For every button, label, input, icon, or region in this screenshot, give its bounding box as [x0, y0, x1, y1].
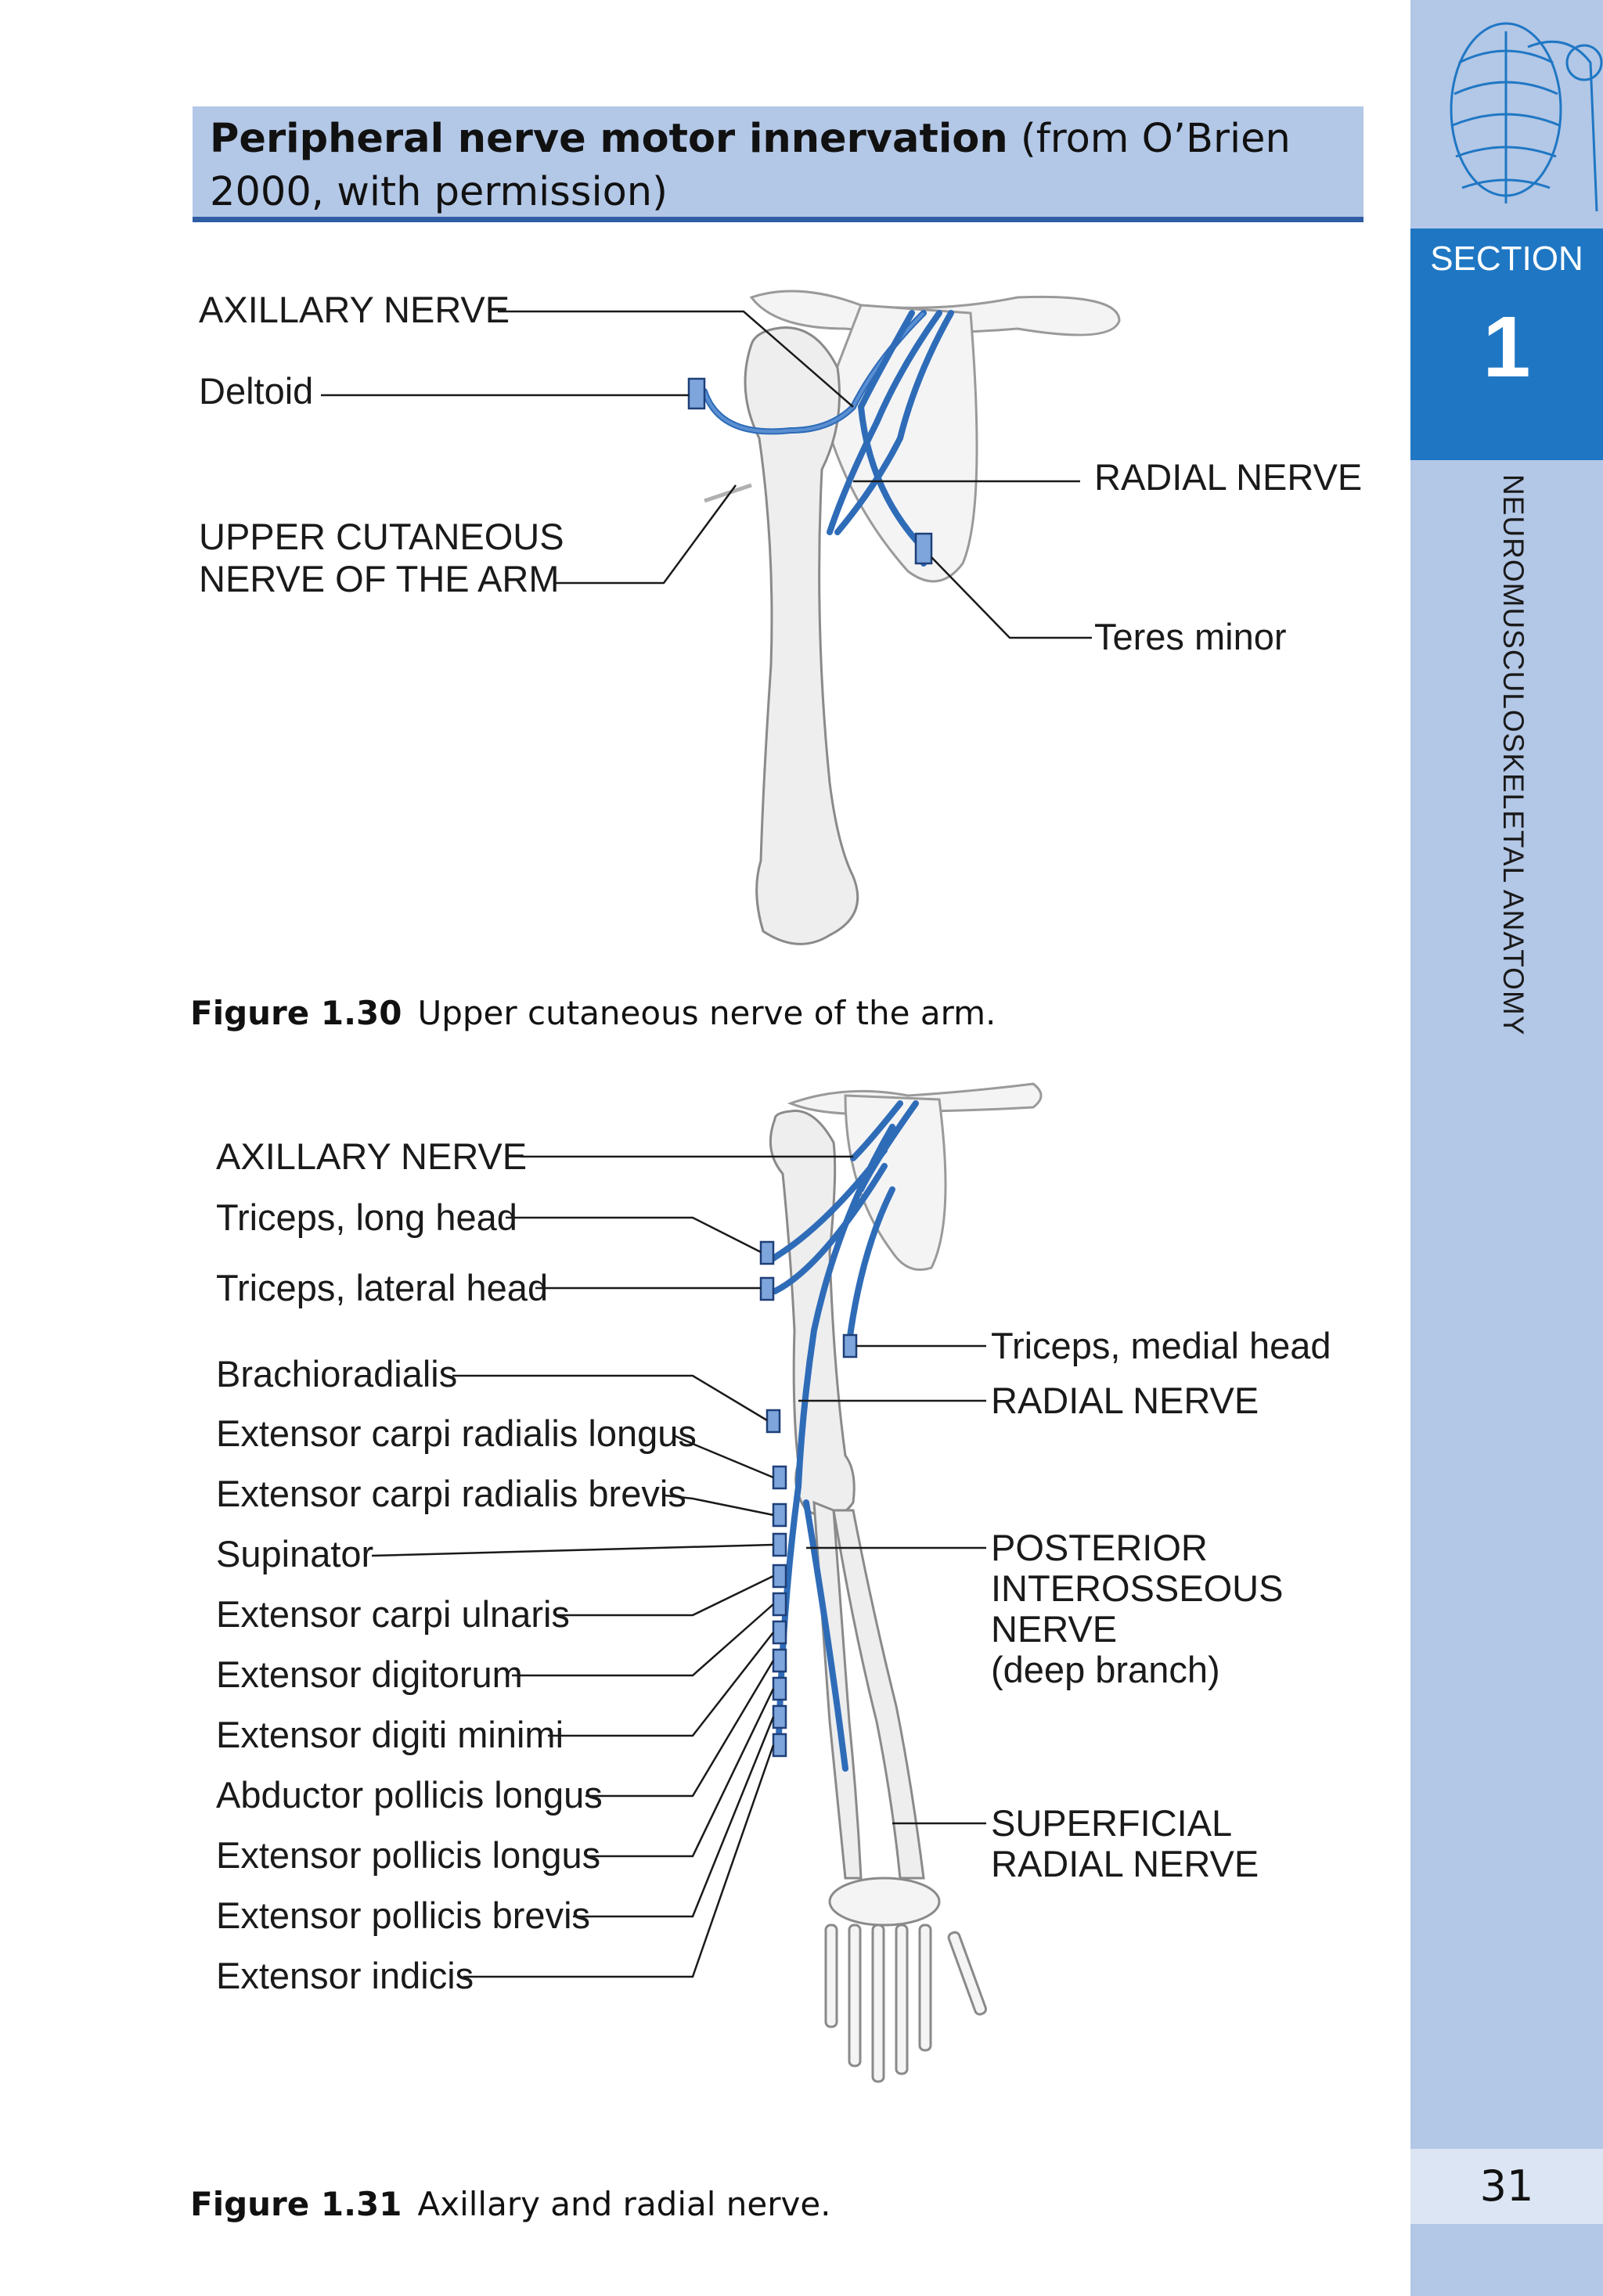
srn-label-line1: SUPERFICIAL — [991, 1802, 1232, 1844]
page-title-bold: Peripheral nerve motor innervation — [210, 116, 1008, 162]
extensor-indicis-label: Extensor indicis — [216, 1955, 474, 1996]
extensor-digitorum-label: Extensor digitorum — [216, 1654, 523, 1695]
srn-label-line2: RADIAL NERVE — [991, 1843, 1259, 1884]
section-box: SECTION 1 — [1410, 229, 1603, 460]
axillary-nerve-path — [850, 1100, 903, 1161]
triceps-lateral-marker — [759, 1276, 775, 1301]
figure-1-31-caption-number: Figure 1.31 — [190, 2185, 402, 2223]
section-label: SECTION — [1430, 239, 1583, 278]
pin-label-line2: INTEROSSEOUS — [991, 1567, 1283, 1609]
radius — [832, 1509, 925, 1880]
ecrl-label: Extensor carpi radialis longus — [216, 1413, 697, 1454]
page-number: 31 — [1410, 2149, 1603, 2224]
radial-nerve-label: RADIAL NERVE — [1094, 456, 1362, 498]
brachioradialis-label: Brachioradialis — [216, 1353, 457, 1395]
teres-minor-marker — [914, 532, 933, 565]
extensor-digiti-minimi-label: Extensor digiti minimi — [216, 1714, 564, 1755]
humerus — [769, 1110, 856, 1518]
superficial-radial-nerve-path — [803, 1499, 848, 1772]
extensor-digiti-minimi-marker — [772, 1620, 787, 1645]
hand-bones — [824, 1877, 988, 2083]
figure-1-30-caption-text: Upper cutaneous nerve of the arm. — [417, 994, 996, 1032]
radial-nerve-label: RADIAL NERVE — [991, 1380, 1259, 1421]
deltoid-marker — [687, 377, 706, 410]
apl-label: Abductor pollicis longus — [216, 1774, 603, 1816]
pin-label-line3: NERVE — [991, 1608, 1117, 1650]
triceps-medial-marker — [842, 1333, 858, 1359]
axillary-nerve-label: AXILLARY NERVE — [216, 1135, 527, 1177]
apl-marker — [772, 1648, 787, 1673]
ecrb-label: Extensor carpi radialis brevis — [216, 1473, 686, 1514]
triceps-long-label: Triceps, long head — [216, 1197, 517, 1238]
epl-marker — [772, 1676, 787, 1701]
figure-1-30-caption-number: Figure 1.30 — [190, 994, 402, 1032]
pin-label-line4: (deep branch) — [991, 1649, 1220, 1690]
ecu-label: Extensor carpi ulnaris — [216, 1593, 570, 1635]
figure-1-30-caption: Figure 1.30 Upper cutaneous nerve of the … — [190, 994, 996, 1032]
extensor-indicis-marker — [772, 1733, 787, 1758]
brachioradialis-marker — [765, 1409, 781, 1434]
ecrl-marker — [772, 1465, 787, 1490]
triceps-lateral-label: Triceps, lateral head — [216, 1267, 548, 1308]
epl-label: Extensor pollicis longus — [216, 1834, 600, 1876]
page-title-band: Peripheral nerve motor innervation (from… — [193, 106, 1363, 222]
ecrb-marker — [772, 1502, 787, 1528]
pin-label-line1: POSTERIOR — [991, 1527, 1208, 1568]
radial-nerve-path — [827, 310, 942, 535]
supinator-marker — [772, 1532, 787, 1557]
epb-label: Extensor pollicis brevis — [216, 1895, 590, 1936]
figure-1-31-caption: Figure 1.31 Axillary and radial nerve. — [190, 2185, 831, 2223]
upper-cutaneous-label-line1: UPPER CUTANEOUS — [199, 516, 564, 557]
triceps-long-marker — [759, 1240, 775, 1265]
page-title: Peripheral nerve motor innervation (from… — [210, 113, 1346, 219]
page-title-rest: (from O’Brien 2000, with permission) — [210, 116, 1291, 215]
section-number: 1 — [1482, 299, 1531, 395]
ecu-marker — [772, 1564, 787, 1589]
supinator-label: Supinator — [216, 1533, 373, 1574]
extensor-digitorum-marker — [772, 1592, 787, 1617]
upper-cutaneous-label-line2: NERVE OF THE ARM — [199, 558, 560, 599]
epb-marker — [772, 1704, 787, 1729]
deltoid-label: Deltoid — [199, 370, 313, 412]
triceps-medial-label: Triceps, medial head — [991, 1325, 1331, 1366]
figure-1-31-caption-text: Axillary and radial nerve. — [417, 2185, 831, 2223]
axillary-nerve-label: AXILLARY NERVE — [199, 289, 510, 330]
teres-minor-label: Teres minor — [1094, 616, 1287, 657]
